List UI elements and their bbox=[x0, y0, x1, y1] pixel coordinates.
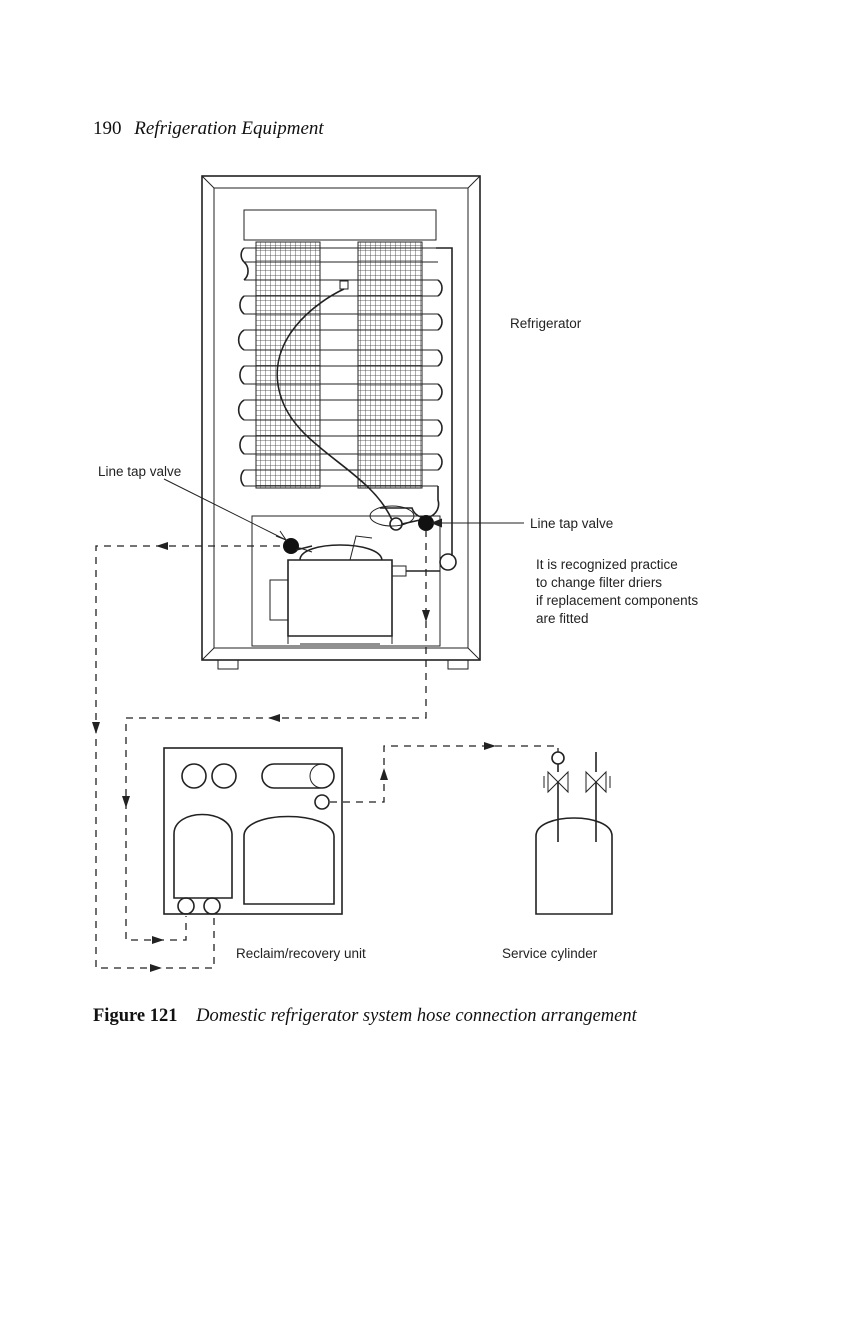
note-line-1: It is recognized practice bbox=[536, 557, 678, 572]
note-line-3: if replacement components bbox=[536, 593, 698, 608]
compressor-compartment bbox=[252, 506, 440, 646]
label-refrigerator: Refrigerator bbox=[510, 316, 582, 331]
note-line-4: are fitted bbox=[536, 611, 589, 626]
service-cylinder bbox=[536, 752, 612, 914]
figure-caption-text: Domestic refrigerator system hose connec… bbox=[196, 1006, 637, 1026]
label-line-tap-valve-left: Line tap valve bbox=[98, 464, 181, 479]
hose-connection-diagram: Refrigerator Line tap valve Line tap val… bbox=[0, 0, 864, 1000]
label-reclaim-unit: Reclaim/recovery unit bbox=[236, 946, 366, 961]
hose-lines bbox=[92, 530, 558, 972]
label-service-cylinder: Service cylinder bbox=[502, 946, 598, 961]
label-line-tap-valve-right: Line tap valve bbox=[530, 516, 613, 531]
figure-caption: Figure 121 Domestic refrigerator system … bbox=[93, 1006, 637, 1027]
note-line-2: to change filter driers bbox=[536, 575, 662, 590]
refrigerator-cabinet bbox=[202, 176, 480, 669]
figure-number: Figure 121 bbox=[93, 1006, 177, 1026]
reclaim-recovery-unit bbox=[164, 748, 342, 914]
